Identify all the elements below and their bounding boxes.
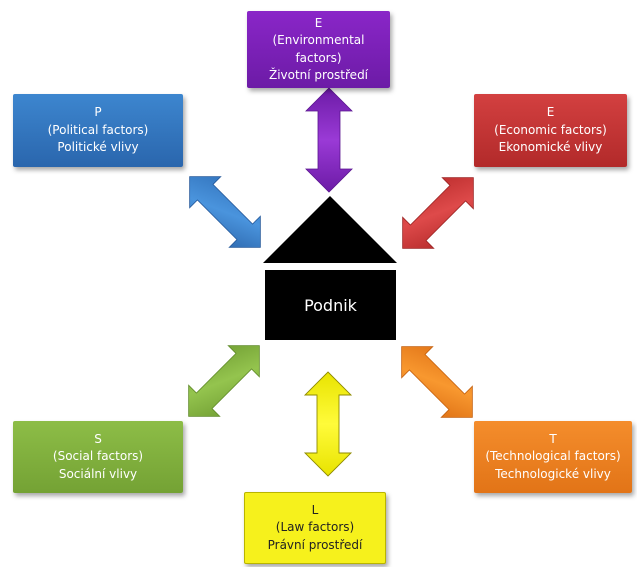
political-czech: Politické vlivy [57,140,139,155]
economic-factor-box: E (Economic factors) Ekonomické vlivy [474,94,627,167]
economic-letter: E [546,105,555,120]
social-letter: S [94,431,102,446]
environmental-czech: Životní prostředí [268,67,369,82]
center-box-podnik: Podnik [265,270,396,340]
arrow-economic [402,177,474,249]
center-label: Podnik [304,295,357,315]
economic-czech: Ekonomické vlivy [498,140,603,155]
arrow-environmental [305,87,353,193]
roof-triangle [263,196,397,263]
arrow-technological [401,346,473,418]
environmental-letter: E [314,15,323,30]
political-letter: P [94,105,102,120]
social-czech: Sociální vlivy [58,466,138,481]
arrow-political [189,176,261,248]
environmental-english-line1: (Environmental [272,33,365,48]
law-english: (Law factors) [275,520,355,535]
law-factor-box: L (Law factors) Právní prostředí [244,492,386,564]
economic-english: (Economic factors) [494,122,607,137]
law-letter: L [311,502,319,517]
technological-letter: T [549,431,557,446]
arrow-law [303,371,353,477]
social-factor-box: S (Social factors) Sociální vlivy [13,421,183,493]
political-factor-box: P (Political factors) Politické vlivy [13,94,183,167]
technological-factor-box: T (Technological factors) Technologické … [474,421,632,493]
political-english: (Political factors) [47,122,149,137]
technological-english: (Technological factors) [485,449,621,464]
environmental-english-line2: factors) [295,50,342,65]
environmental-factor-box: E (Environmental factors) Životní prostř… [247,11,390,88]
social-english: (Social factors) [52,449,144,464]
arrow-social [188,345,260,417]
law-czech: Právní prostředí [267,537,363,552]
technological-czech: Technologické vlivy [495,466,611,481]
